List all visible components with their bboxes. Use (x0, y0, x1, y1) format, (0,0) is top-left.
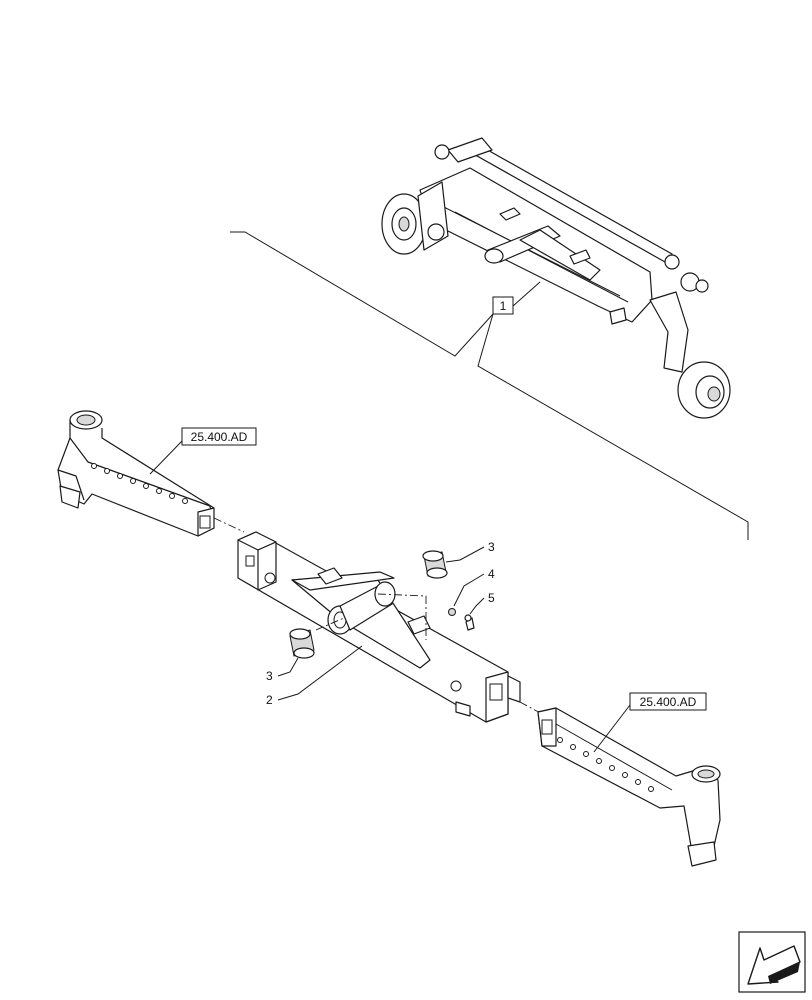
callout-1-label: 1 (500, 299, 507, 313)
callout-3-bottom-label: 3 (266, 669, 273, 683)
bushing-top (422, 550, 448, 579)
callout-5-label: 5 (488, 591, 495, 605)
back-arrow-icon[interactable] (738, 931, 806, 993)
bushing-bottom (289, 628, 315, 659)
left-axle-extension: 25.400.AD (57, 410, 257, 537)
right-axle-extension: 25.400.AD (537, 692, 721, 867)
callout-3-top-label: 3 (488, 540, 495, 554)
assembly-callout: 1 (230, 231, 749, 540)
axle-beam (237, 531, 547, 723)
callout-leaders: 3 4 5 3 2 (266, 540, 495, 707)
right-extension-holes (557, 737, 654, 792)
grease-fitting (448, 608, 456, 616)
assembled-front-axle (381, 137, 731, 419)
callout-4-label: 4 (488, 567, 495, 581)
left-extension-reference: 25.400.AD (191, 430, 248, 444)
screw (464, 614, 475, 631)
left-extension-holes (91, 463, 188, 504)
right-extension-reference: 25.400.AD (640, 695, 697, 709)
callout-2-label: 2 (266, 693, 273, 707)
